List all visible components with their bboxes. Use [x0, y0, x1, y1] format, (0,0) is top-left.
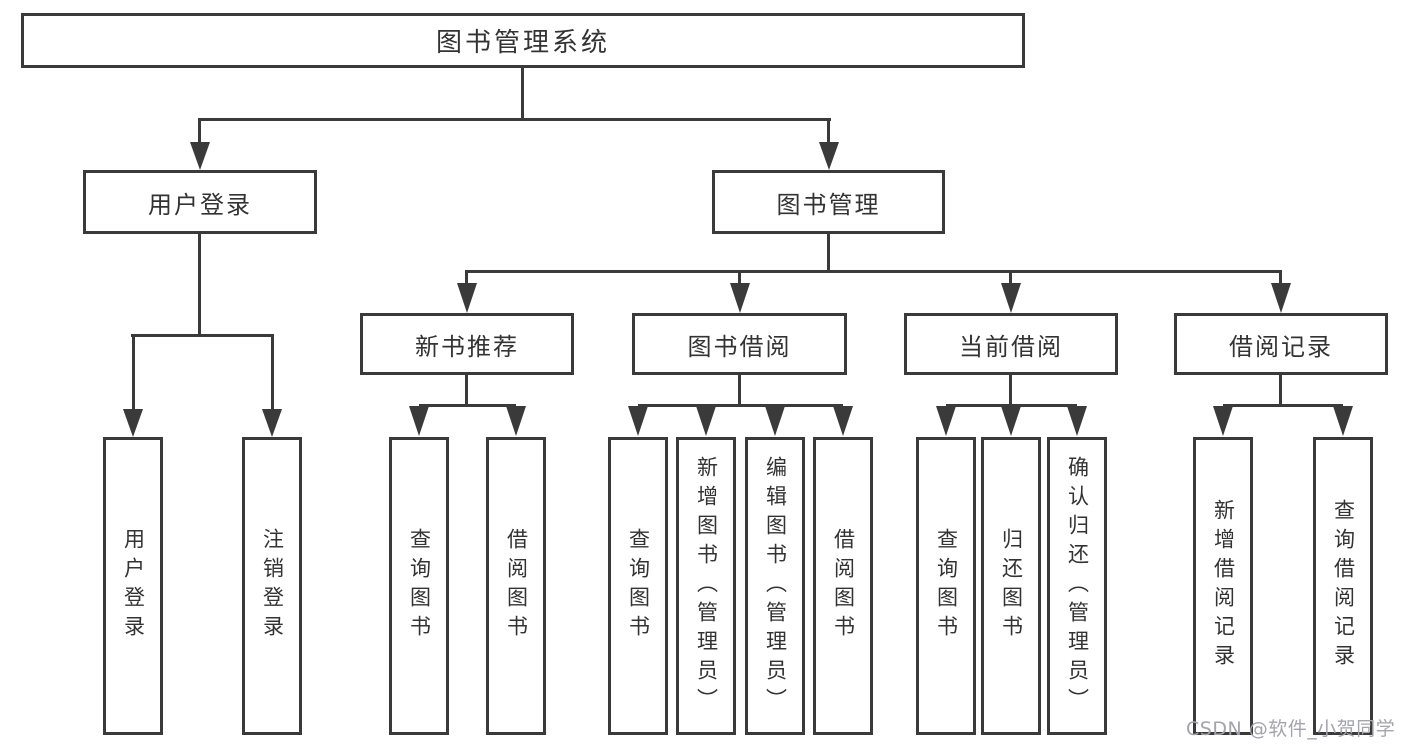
connector-current-stem [1009, 375, 1012, 406]
arrow-down-icon [262, 409, 282, 437]
connector-borrowing-rail [638, 404, 843, 407]
node-leaf-user-login: 用户登录 [103, 437, 163, 735]
connector-newbook-rail [419, 404, 516, 407]
node-leaf-query-books-3: 查询图书 [916, 437, 976, 735]
connector-drop-book-borrowing [738, 270, 741, 284]
arrow-down-icon [1213, 406, 1233, 436]
node-leaf-query-books-1: 查询图书 [389, 437, 449, 735]
arrow-down-icon [1001, 406, 1021, 436]
node-leaf-logout: 注销登录 [242, 437, 302, 735]
connector-drop-new-book [465, 270, 468, 284]
connector-newbook-stem [465, 375, 468, 406]
arrow-down-icon [765, 406, 785, 436]
arrow-down-icon [730, 283, 750, 313]
arrow-down-icon [696, 406, 716, 436]
connector-drop-leaf-logout [271, 334, 274, 411]
node-leaf-query-books-2: 查询图书 [608, 437, 668, 735]
node-leaf-confirm-return-admin: 确认归还（管理员） [1047, 437, 1107, 735]
arrow-down-icon [1333, 406, 1353, 436]
connector-bookmgmt-rail [465, 270, 1282, 273]
arrow-down-icon [1271, 283, 1291, 313]
arrow-down-icon [1067, 406, 1087, 436]
connector-records-rail [1223, 404, 1343, 407]
node-new-book-recommend: 新书推荐 [360, 313, 574, 375]
connector-userlogin-rail [131, 334, 272, 337]
node-leaf-edit-book-admin: 编辑图书（管理员） [745, 437, 805, 735]
arrow-down-icon [123, 409, 143, 437]
connector-current-rail [946, 404, 1077, 407]
arrow-down-icon [506, 406, 526, 436]
arrow-down-icon [628, 406, 648, 436]
connector-root-stem [521, 68, 524, 120]
node-user-login: 用户登录 [83, 170, 317, 234]
connector-drop-user-login [198, 118, 201, 146]
arrow-down-icon [833, 406, 853, 436]
node-leaf-borrow-books-2: 借阅图书 [813, 437, 873, 735]
node-leaf-query-borrow-record: 查询借阅记录 [1313, 437, 1373, 735]
connector-borrowing-stem [738, 375, 741, 406]
node-leaf-return-book: 归还图书 [981, 437, 1041, 735]
connector-bookmgmt-stem [827, 234, 830, 272]
arrow-down-icon [936, 406, 956, 436]
node-leaf-add-borrow-record: 新增借阅记录 [1193, 437, 1253, 735]
connector-records-stem [1279, 375, 1282, 406]
arrow-down-icon [409, 406, 429, 436]
node-leaf-borrow-books-1: 借阅图书 [486, 437, 546, 735]
connector-drop-leaf-user-login [132, 334, 135, 411]
node-borrowing-records: 借阅记录 [1174, 313, 1388, 375]
node-leaf-add-book-admin: 新增图书（管理员） [676, 437, 736, 735]
connector-userlogin-stem [198, 234, 201, 336]
connector-drop-borrowing-records [1279, 270, 1282, 284]
node-book-borrowing: 图书借阅 [632, 313, 847, 375]
connector-root-rail [198, 118, 831, 121]
arrow-down-icon [1001, 283, 1021, 313]
connector-drop-book-management [827, 118, 830, 146]
arrow-down-icon [819, 142, 839, 170]
connector-drop-current-borrowing [1009, 270, 1012, 284]
arrow-down-icon [457, 283, 477, 313]
node-book-management: 图书管理 [712, 170, 945, 234]
node-root-library-system: 图书管理系统 [21, 13, 1025, 68]
arrow-down-icon [190, 142, 210, 170]
csdn-watermark: CSDN @软件_小贺同学 [1186, 718, 1396, 740]
node-current-borrowing: 当前借阅 [904, 313, 1118, 375]
